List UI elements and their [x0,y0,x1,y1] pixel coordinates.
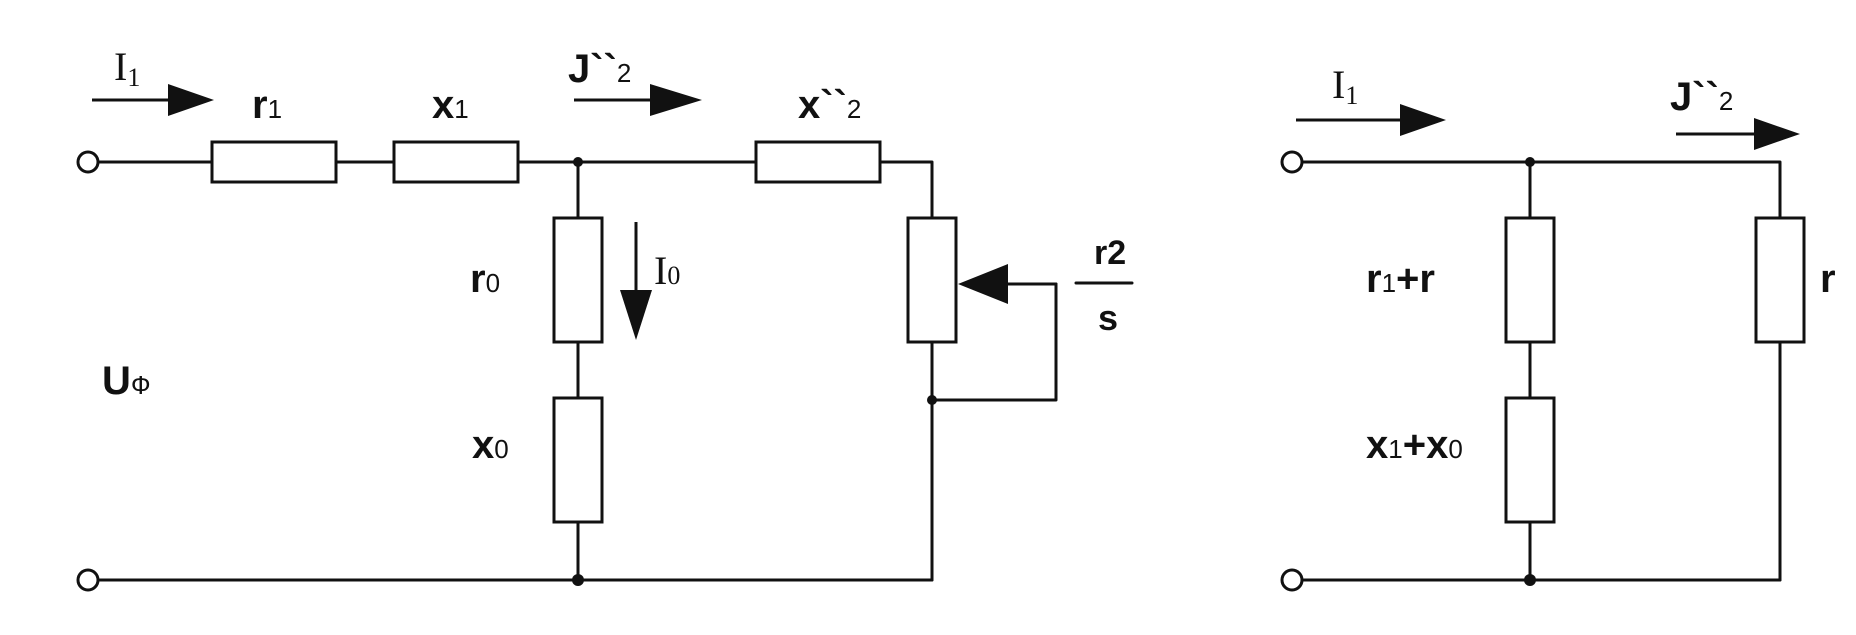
resistor-x1-plus-x0 [1504,396,1556,524]
current-arrow-i0 [620,222,652,340]
junction-node-top [573,157,583,167]
top-wire-x2-right [878,160,934,220]
right-terminal-top [1280,150,1304,174]
right-junction-bottom [1524,574,1536,586]
resistor-r-load [1754,216,1806,344]
label-x0: x0 [472,423,509,467]
rheostat-arrow-head [958,264,1008,304]
right-label-x1-plus-x0: x1+x0 [1366,423,1463,467]
resistor-x1 [392,140,520,184]
resistor-x0 [552,396,604,524]
right-junction-top [1525,157,1535,167]
label-x2: x``2 [798,83,861,127]
junction-node-load [927,395,937,405]
label-r0: r0 [470,257,500,301]
label-r1: r1 [252,83,282,127]
resistor-r1-plus-r [1504,216,1556,344]
right-label-r1-plus-r: r1+r [1366,257,1435,301]
resistor-r1 [210,140,338,184]
label-i0: I0 [654,248,680,293]
input-terminal-top [76,150,100,174]
label-voltage: UФ [102,359,151,403]
input-terminal-bottom [76,568,100,592]
current-arrow-j2 [574,84,702,116]
label-x1: x1 [432,83,469,127]
right-label-r: r [1820,257,1836,301]
junction-node-bottom [572,574,584,586]
current-arrow-i1 [92,84,214,116]
resistor-load [906,216,958,344]
right-top-wire [1290,160,1782,220]
resistor-r0 [552,216,604,344]
resistor-x2 [754,140,882,184]
label-j2: J``2 [568,47,631,91]
rheostat-loop-wire [930,282,1058,402]
right-current-arrow-j2 [1676,118,1800,150]
right-label-i1: I1 [1332,62,1358,110]
right-circuit: I1 J``2 r1+r x1+x0 r [1280,62,1836,592]
right-current-arrow-i1 [1296,104,1446,136]
label-load-numerator: r2 [1094,234,1126,272]
right-terminal-bottom [1280,568,1304,592]
label-i1: I1 [114,44,140,92]
left-circuit: I1 r1 x1 J``2 x``2 r0 I0 x0 UФ r2 s [76,44,1134,592]
right-label-j2: J``2 [1670,75,1733,119]
label-load-denominator: s [1098,297,1118,338]
